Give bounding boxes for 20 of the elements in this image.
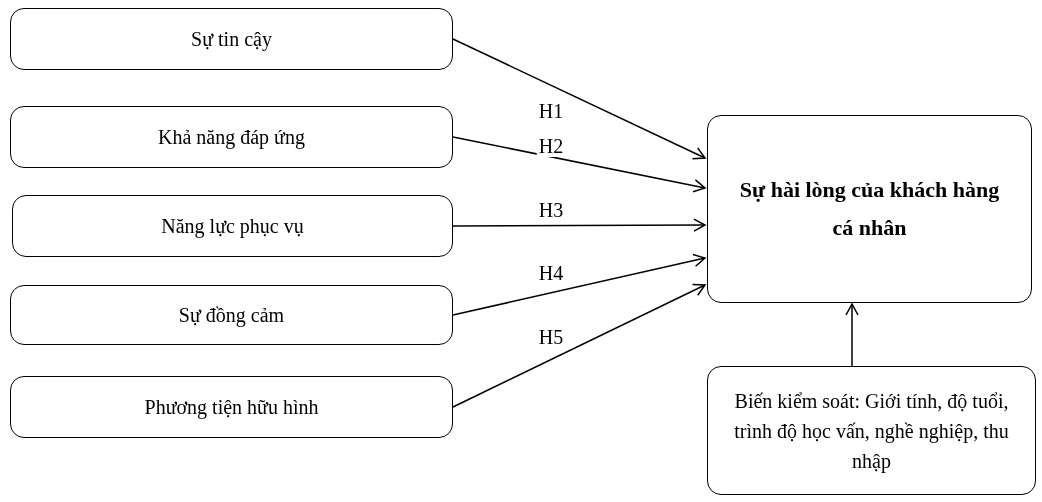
arrow — [452, 38, 706, 160]
rounded-box — [707, 366, 1036, 495]
arrow — [452, 283, 706, 408]
box-text: Sự hài lòng của khách hàng cá nhân — [738, 176, 1001, 242]
box-text: Sự đồng cảm — [178, 303, 285, 328]
rounded-box — [707, 115, 1032, 303]
rounded-box — [10, 376, 453, 438]
box-text: Sự tin cậy — [191, 27, 272, 52]
rounded-box — [10, 106, 453, 168]
box-text: Khả năng đáp ứng — [158, 125, 305, 150]
arrow — [452, 136, 706, 193]
arrow — [452, 218, 706, 232]
box-text: Biến kiểm soát: Giới tính, độ tuổi, trình độ học vấn, nghề nghiệp, thu nhập — [733, 388, 1010, 475]
rounded-box — [12, 195, 453, 257]
arrow — [452, 253, 706, 316]
rounded-box — [10, 8, 453, 70]
arrow — [845, 303, 859, 367]
rounded-box — [10, 285, 453, 345]
box-text: Năng lực phục vụ — [161, 214, 304, 239]
box-text: Phương tiện hữu hình — [144, 395, 319, 420]
